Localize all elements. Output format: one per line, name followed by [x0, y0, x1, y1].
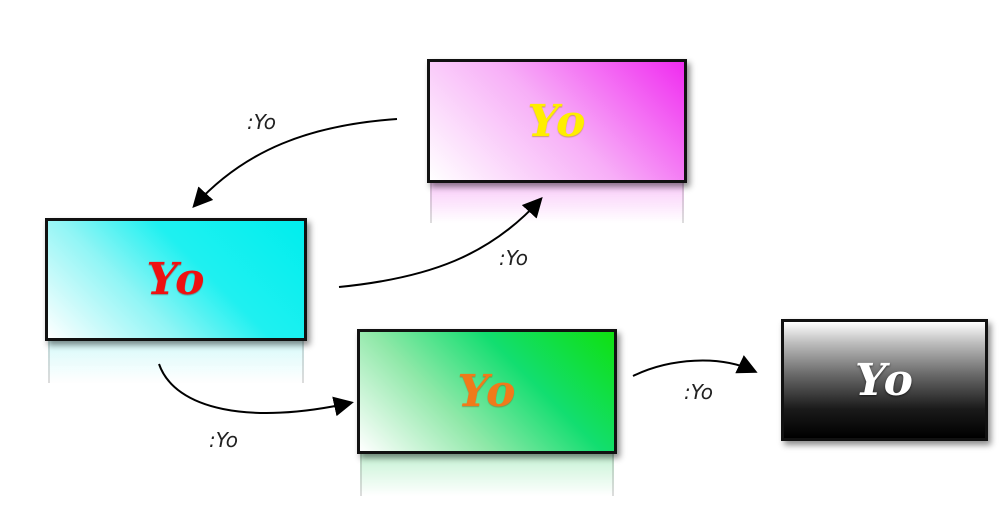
edge-magenta-to-cyan — [192, 118, 398, 208]
edge-label-green-to-black: :Yo — [684, 380, 713, 404]
node-cyan[interactable]: Yo — [45, 218, 307, 341]
edge-cyan-to-green — [158, 363, 354, 417]
node-black[interactable]: Yo — [781, 319, 988, 441]
node-green-label: Yo — [457, 366, 517, 417]
edge-green-to-black — [632, 355, 758, 377]
node-magenta-label: Yo — [527, 95, 587, 147]
edge-cyan-to-magenta — [338, 197, 543, 288]
edge-label-cyan-to-green: :Yo — [209, 428, 238, 452]
node-magenta[interactable]: Yo — [427, 59, 687, 183]
edge-label-magenta-to-cyan: :Yo — [247, 110, 276, 134]
node-green[interactable]: Yo — [357, 329, 617, 454]
node-black-label: Yo — [855, 354, 914, 406]
node-cyan-label: Yo — [146, 254, 206, 305]
edge-label-cyan-to-magenta: :Yo — [499, 246, 528, 270]
